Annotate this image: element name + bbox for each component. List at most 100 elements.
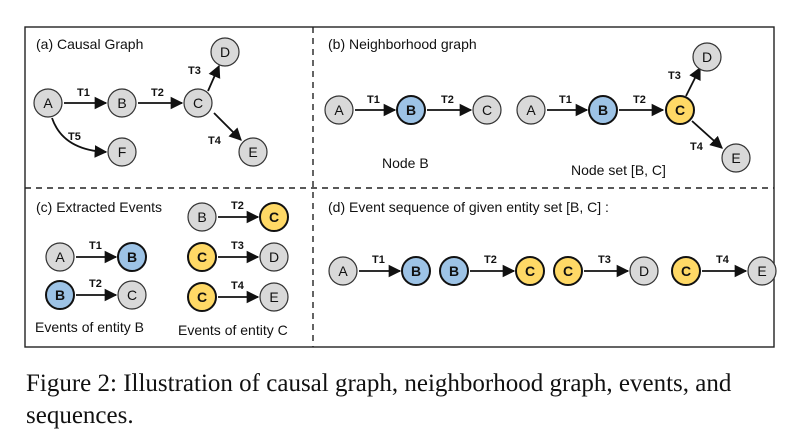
- node-e: E: [238, 137, 268, 167]
- edge-label-t3: T3: [598, 254, 611, 266]
- edge-label-t3: T3: [188, 65, 201, 77]
- node-b-highlighted: B: [45, 280, 75, 310]
- svg-text:D: D: [269, 249, 279, 265]
- node-c-highlighted: C: [665, 95, 695, 125]
- svg-text:E: E: [757, 263, 766, 279]
- edge-label-t2: T2: [633, 94, 646, 106]
- svg-text:C: C: [197, 289, 207, 305]
- figure-caption: Figure 2: Illustration of causal graph, …: [26, 370, 732, 429]
- svg-text:C: C: [563, 263, 573, 279]
- label-events-entity-c: Events of entity C: [178, 322, 288, 338]
- node-c-highlighted: C: [515, 256, 545, 286]
- node-c-highlighted: C: [259, 202, 289, 232]
- svg-text:A: A: [55, 249, 65, 265]
- node-e: E: [721, 143, 751, 173]
- edge-label-t1: T1: [89, 240, 102, 252]
- edge-label-t1: T1: [77, 87, 90, 99]
- node-a: A: [516, 95, 546, 125]
- panel-d-title: (d) Event sequence of given entity set […: [328, 199, 609, 215]
- label-events-entity-b: Events of entity B: [35, 319, 144, 335]
- node-a: A: [33, 88, 63, 118]
- node-a: A: [324, 95, 354, 125]
- edge-label-t4: T4: [208, 135, 222, 147]
- edge-c-d: [685, 66, 701, 97]
- svg-text:B: B: [127, 249, 137, 265]
- node-c: C: [472, 95, 502, 125]
- svg-text:B: B: [55, 287, 65, 303]
- edge-label-t4: T4: [231, 280, 245, 292]
- svg-text:C: C: [525, 263, 535, 279]
- panel-extracted-events: (c) Extracted Events T1 A B T2 B C Event…: [35, 199, 289, 338]
- edge-c-d: [207, 64, 221, 92]
- figure-frame: [24, 26, 775, 348]
- svg-text:A: A: [43, 95, 53, 111]
- node-a: A: [328, 256, 358, 286]
- svg-text:C: C: [197, 249, 207, 265]
- node-b-highlighted: B: [117, 242, 147, 272]
- node-b: B: [107, 88, 137, 118]
- node-c-highlighted: C: [187, 282, 217, 312]
- svg-text:B: B: [411, 263, 421, 279]
- edge-c-e: [691, 120, 723, 149]
- edge-label-t3: T3: [668, 70, 681, 82]
- node-b-highlighted: B: [401, 256, 431, 286]
- svg-text:A: A: [526, 102, 536, 118]
- edge-label-t1: T1: [367, 94, 380, 106]
- node-e: E: [259, 282, 289, 312]
- panel-neighborhood-graph: (b) Neighborhood graph T1 T2 A B C Node …: [324, 36, 751, 178]
- edge-label-t4: T4: [690, 141, 704, 153]
- label-node-b: Node B: [382, 155, 429, 171]
- node-c-highlighted: C: [671, 256, 701, 286]
- node-f: F: [107, 137, 137, 167]
- svg-text:A: A: [334, 102, 344, 118]
- panel-c-title: (c) Extracted Events: [36, 199, 162, 215]
- svg-text:D: D: [220, 44, 230, 60]
- panel-a-title: (a) Causal Graph: [36, 36, 143, 52]
- edge-label-t2: T2: [484, 254, 497, 266]
- node-b-highlighted: B: [439, 256, 469, 286]
- svg-text:D: D: [702, 49, 712, 65]
- svg-text:C: C: [675, 102, 685, 118]
- svg-text:B: B: [598, 102, 608, 118]
- node-d: D: [629, 256, 659, 286]
- node-e: E: [747, 256, 777, 286]
- edge-label-t1: T1: [559, 94, 572, 106]
- node-c: C: [117, 280, 147, 310]
- svg-text:B: B: [406, 102, 416, 118]
- svg-text:C: C: [193, 95, 203, 111]
- node-b-highlighted: B: [588, 95, 618, 125]
- edge-label-t4: T4: [716, 254, 730, 266]
- edge-label-t2: T2: [231, 200, 244, 212]
- svg-text:B: B: [117, 95, 126, 111]
- label-node-set: Node set [B, C]: [571, 162, 666, 178]
- edge-label-t2: T2: [89, 278, 102, 290]
- edge-label-t2: T2: [151, 87, 164, 99]
- node-d: D: [692, 42, 722, 72]
- svg-text:E: E: [731, 150, 740, 166]
- svg-text:F: F: [118, 144, 127, 160]
- node-a: A: [45, 242, 75, 272]
- edge-c-e: [213, 112, 242, 141]
- node-c-highlighted: C: [553, 256, 583, 286]
- svg-text:B: B: [197, 209, 206, 225]
- edge-label-t3: T3: [231, 240, 244, 252]
- svg-text:E: E: [248, 144, 257, 160]
- node-b-highlighted: B: [396, 95, 426, 125]
- svg-text:B: B: [449, 263, 459, 279]
- node-b: B: [187, 202, 217, 232]
- svg-text:D: D: [639, 263, 649, 279]
- svg-text:C: C: [482, 102, 492, 118]
- panel-causal-graph: (a) Causal Graph T1 T2 T3 T4 T5 A B C D …: [33, 36, 268, 167]
- node-d: D: [259, 242, 289, 272]
- node-c: C: [183, 88, 213, 118]
- node-d: D: [210, 37, 240, 67]
- svg-text:C: C: [127, 287, 137, 303]
- svg-text:A: A: [338, 263, 348, 279]
- panel-b-title: (b) Neighborhood graph: [328, 36, 477, 52]
- edge-a-f: [51, 117, 108, 158]
- edge-label-t5: T5: [68, 131, 81, 143]
- svg-text:C: C: [681, 263, 691, 279]
- node-c-highlighted: C: [187, 242, 217, 272]
- panel-event-sequence: (d) Event sequence of given entity set […: [328, 199, 777, 286]
